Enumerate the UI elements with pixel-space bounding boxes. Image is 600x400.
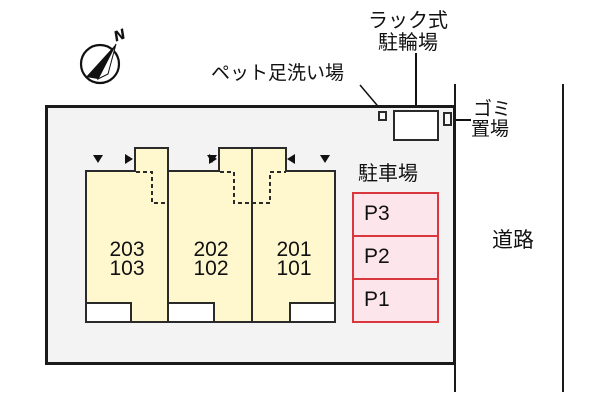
arrow-right-icon <box>209 154 217 164</box>
parking-title: 駐車場 <box>358 161 418 185</box>
pet-wash-label: ペット足洗い場 <box>211 62 345 84</box>
storage-203 <box>85 302 132 323</box>
arrow-right-icon <box>125 154 133 164</box>
arrow-down-icon <box>320 155 330 163</box>
north-arrow-icon <box>79 43 121 85</box>
bike-rack-leader-line <box>415 53 417 125</box>
bike-rack-area <box>393 110 439 141</box>
road-label: 道路 <box>492 228 534 252</box>
unit-201-101: 201 101 <box>253 238 335 280</box>
road-edge-right <box>562 84 564 392</box>
unit-upper-number: 202 <box>193 238 229 261</box>
trash-area <box>443 112 452 126</box>
entry-arrow-icons <box>93 154 330 164</box>
unit-lower-number: 103 <box>109 257 145 280</box>
pet-wash-area <box>378 111 387 121</box>
unit-lower-number: 101 <box>276 257 312 280</box>
bike-rack-label-line1: ラック式 <box>368 8 448 32</box>
trash-leader-line <box>450 119 471 121</box>
unit-upper-number: 201 <box>276 238 312 261</box>
parking-area: P3 P2 P1 <box>352 192 439 323</box>
storage-201 <box>289 302 336 323</box>
unit-lower-number: 102 <box>193 257 229 280</box>
unit-divider <box>251 147 253 323</box>
unit-202-102: 202 102 <box>170 238 252 280</box>
bike-rack-label-line2: 駐輪場 <box>378 30 438 54</box>
storage-202 <box>167 302 215 323</box>
stair-outlines <box>136 171 286 204</box>
arrow-left-icon <box>287 154 295 164</box>
parking-slot-p1: P1 <box>364 288 390 311</box>
unit-203-103: 203 103 <box>86 238 168 280</box>
parking-slot-p3: P3 <box>354 194 437 237</box>
trash-label-line1: ゴミ <box>473 98 512 120</box>
trash-label-line2: 置場 <box>471 118 510 140</box>
parking-slot-p2: P2 <box>354 237 437 280</box>
building-main <box>85 170 336 323</box>
arrow-down-icon <box>93 155 103 163</box>
compass: N <box>78 26 130 86</box>
unit-upper-number: 203 <box>109 238 145 261</box>
entrance-203 <box>134 147 169 172</box>
unit-divider <box>167 170 169 323</box>
